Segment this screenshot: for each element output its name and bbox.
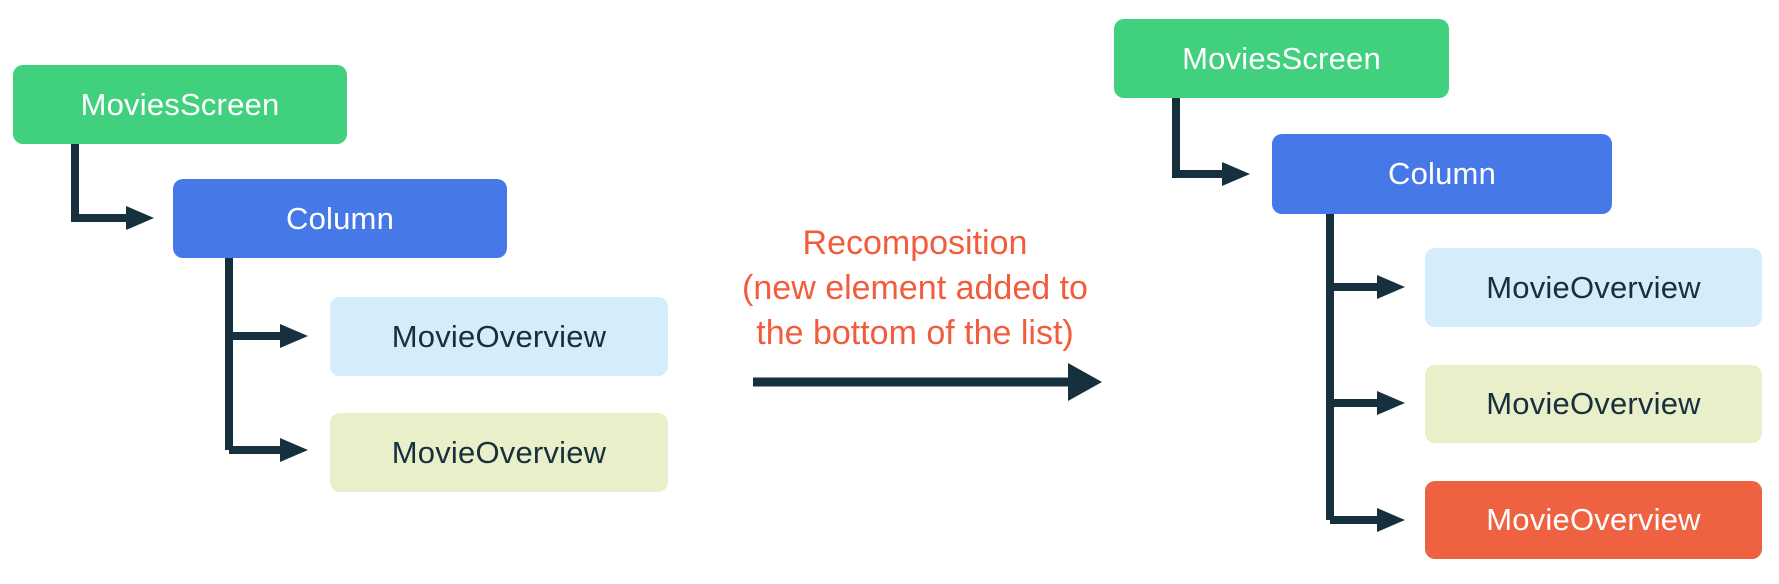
after-children-connector [1326, 214, 1405, 532]
node-after-column: Column [1272, 134, 1612, 214]
caption-line: Recomposition [802, 224, 1028, 262]
node-before-movieoverview-2: MovieOverview [330, 413, 668, 492]
node-after-movieoverview-2: MovieOverview [1425, 365, 1762, 443]
caption-line: (new element added to [742, 269, 1088, 307]
node-after-movieoverview-3-new: MovieOverview [1425, 481, 1762, 559]
caption-line: the bottom of the list) [756, 314, 1074, 352]
recomposition-arrow [753, 363, 1102, 401]
node-before-column: Column [173, 179, 507, 258]
before-children-connector [225, 258, 308, 462]
recomposition-caption: Recomposition (new element added to the … [665, 221, 1165, 356]
before-root-connector [71, 144, 154, 230]
node-before-movieoverview-1: MovieOverview [330, 297, 668, 376]
node-after-moviesscreen: MoviesScreen [1114, 19, 1449, 98]
node-before-moviesscreen: MoviesScreen [13, 65, 347, 144]
after-root-connector [1172, 98, 1250, 186]
node-after-movieoverview-1: MovieOverview [1425, 248, 1762, 327]
